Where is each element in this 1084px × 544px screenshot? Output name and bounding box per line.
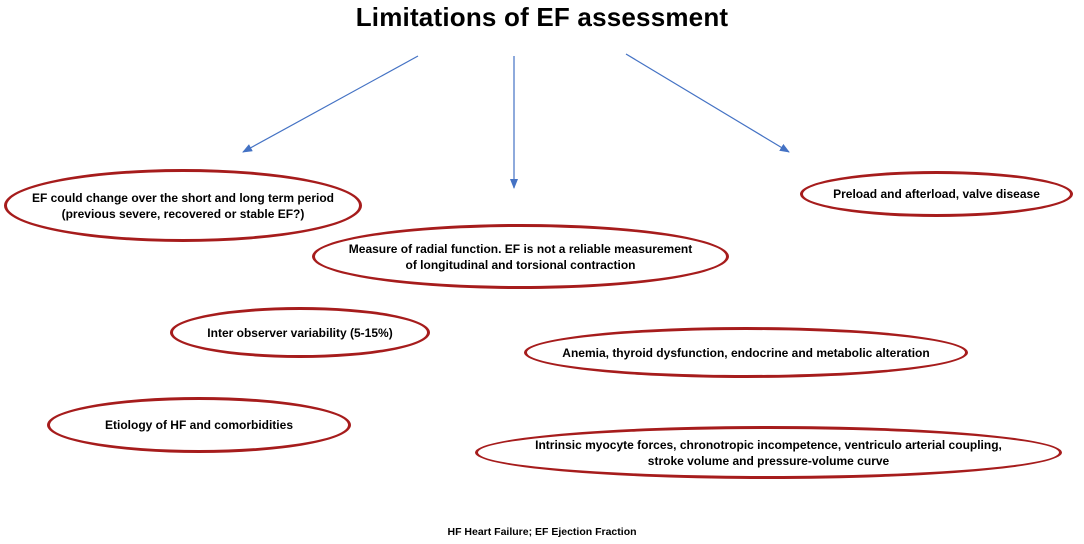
node-preload-afterload-text: Preload and afterload, valve disease <box>833 187 1040 201</box>
arrow-left <box>242 55 419 153</box>
node-short-long-term: EF could change over the short and long … <box>4 169 362 242</box>
node-intrinsic-myocyte: Intrinsic myocyte forces, chronotropic i… <box>475 426 1062 479</box>
footnote: HF Heart Failure; EF Ejection Fraction <box>447 526 637 538</box>
node-intrinsic-myocyte-text: Intrinsic myocyte forces, chronotropic i… <box>535 437 1002 468</box>
arrow-right <box>625 53 790 153</box>
node-etiology-text: Etiology of HF and comorbidities <box>104 418 293 432</box>
node-inter-observer-text: Inter observer variability (5-15%) <box>207 325 393 340</box>
node-radial-function: Measure of radial function. EF is not a … <box>312 224 729 289</box>
node-short-long-term-text: EF could change over the short and long … <box>31 190 335 221</box>
node-etiology: Etiology of HF and comorbidities <box>47 397 351 453</box>
diagram-title: Limitations of EF assessment <box>355 2 729 32</box>
node-inter-observer: Inter observer variability (5-15%) <box>170 307 430 358</box>
node-preload-afterload: Preload and afterload, valve disease <box>800 171 1073 217</box>
node-anemia-thyroid-text: Anemia, thyroid dysfunction, endocrine a… <box>562 345 930 360</box>
node-anemia-thyroid: Anemia, thyroid dysfunction, endocrine a… <box>524 327 968 378</box>
node-radial-function-text: Measure of radial function. EF is not a … <box>348 241 693 272</box>
